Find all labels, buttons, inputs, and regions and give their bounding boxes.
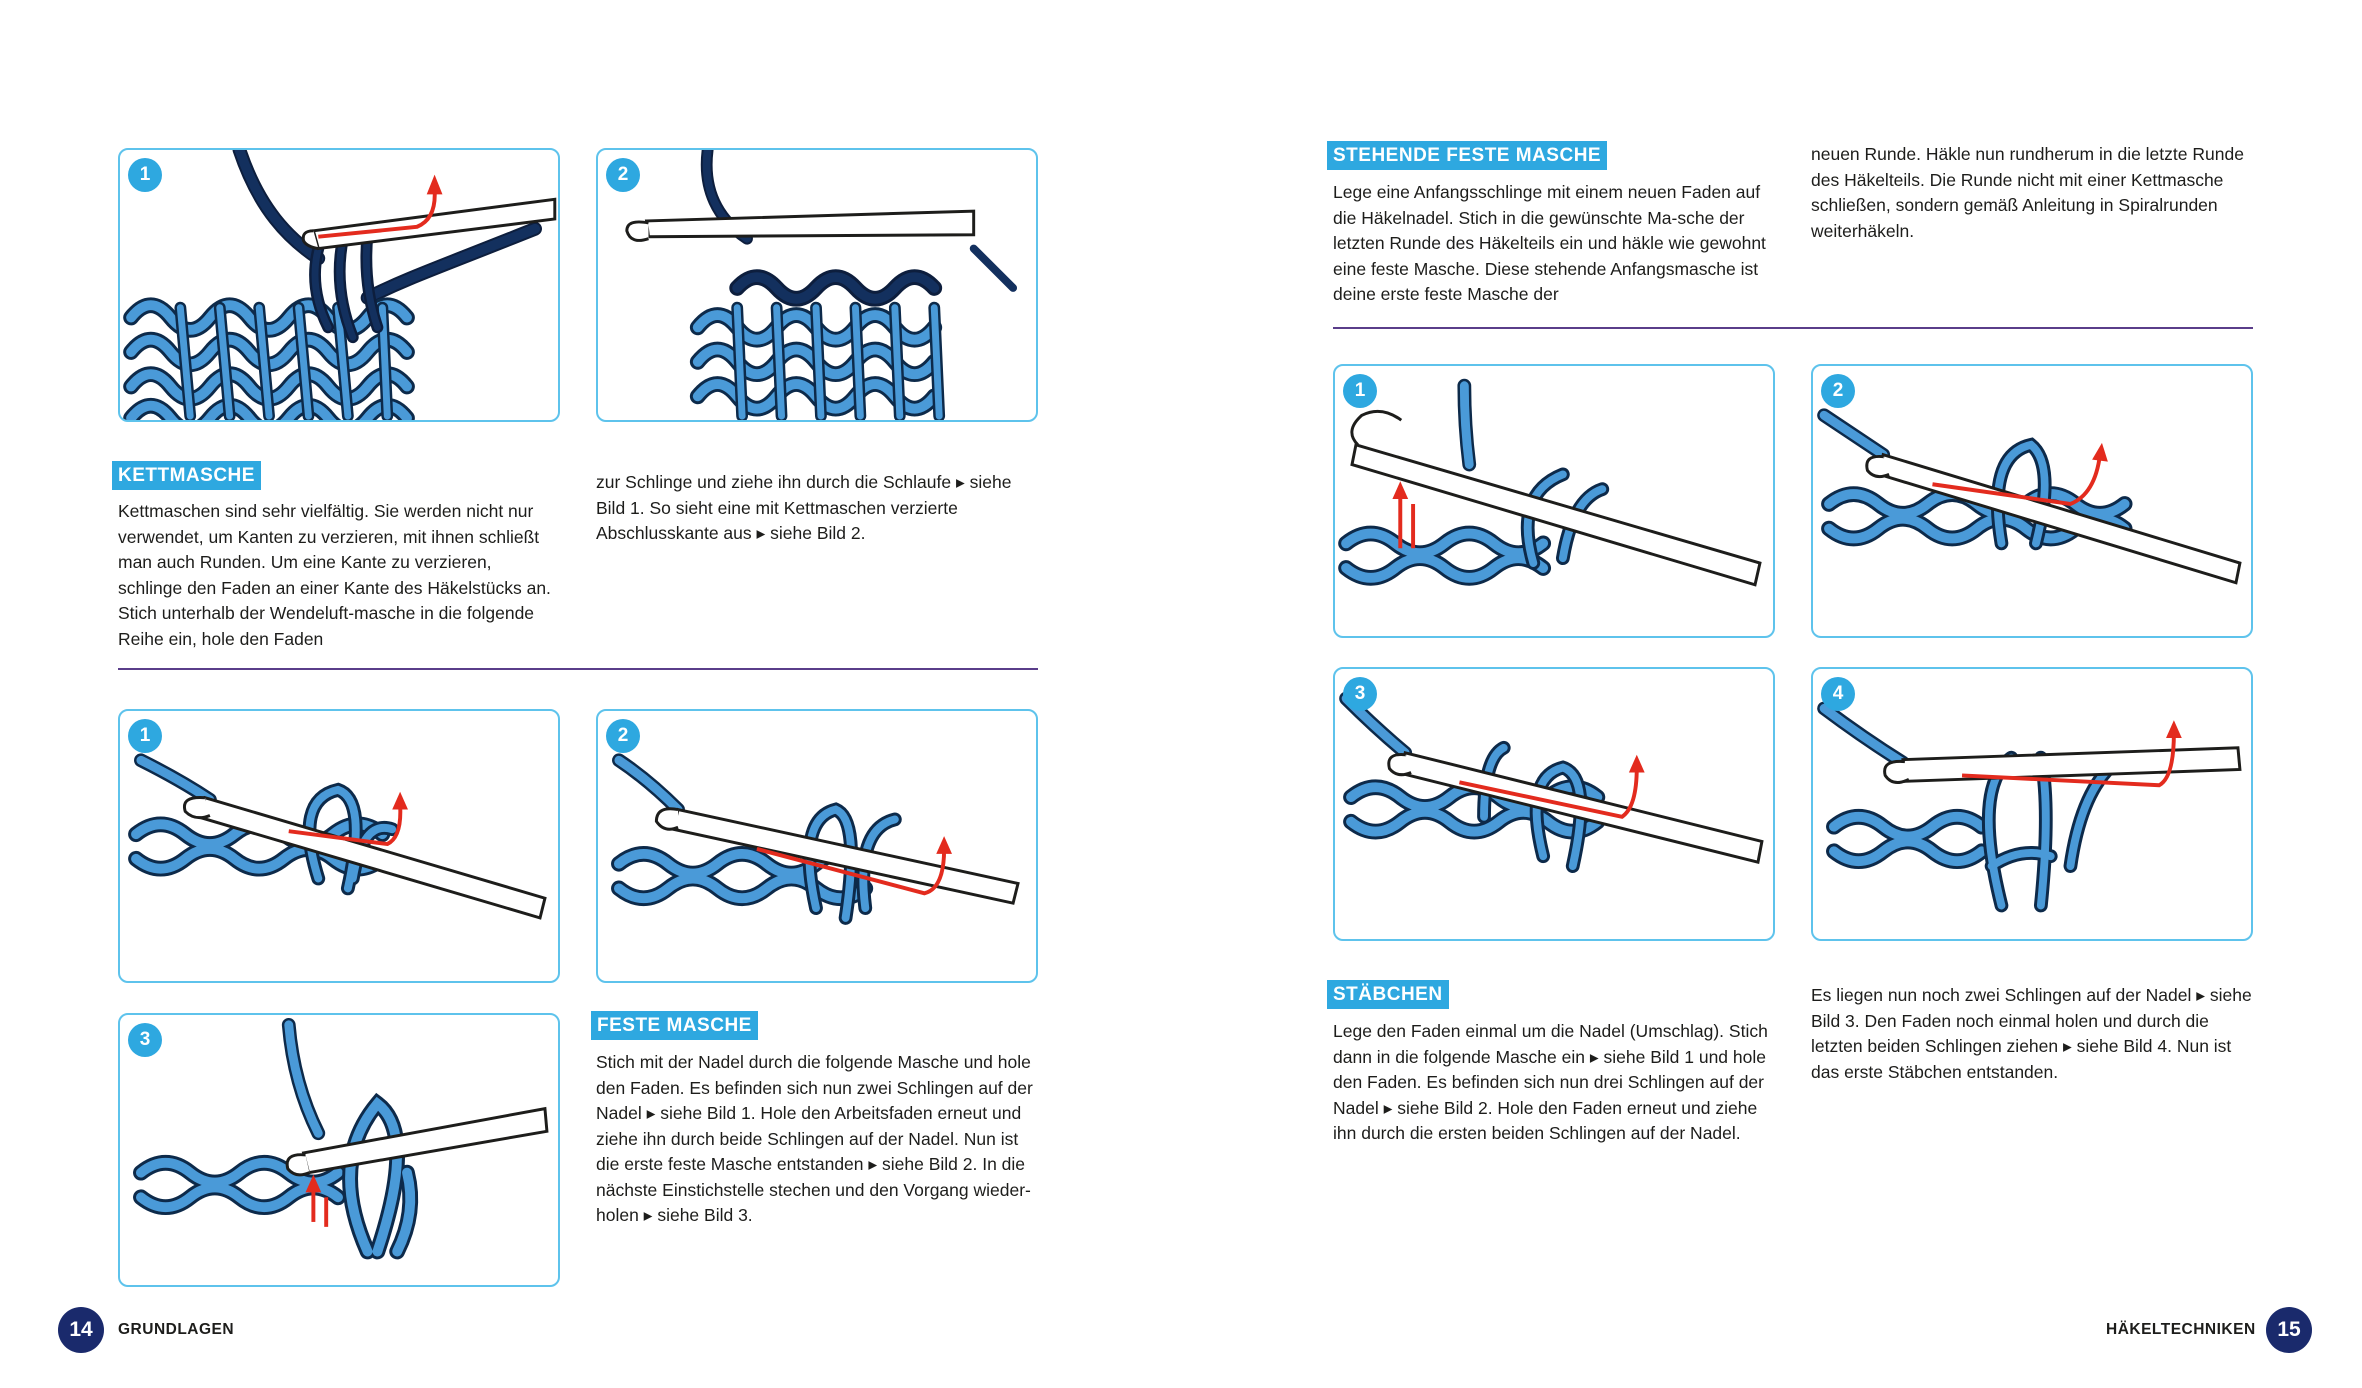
step-number-badge: 1 (128, 719, 162, 753)
illustration-staebchen-4: 4 (1811, 667, 2253, 941)
section-heading-stehende-feste-masche: STEHENDE FESTE MASCHE (1327, 141, 1608, 170)
feste-masche-text: Stich mit der Nadel durch die folgende M… (596, 1052, 1033, 1225)
crochet-illustration (133, 1017, 549, 1260)
step-number-badge: 1 (128, 158, 162, 192)
step-number-badge: 3 (128, 1023, 162, 1057)
illustration-staebchen-3: 3 (1333, 667, 1775, 941)
stehende-text-col1: Lege eine Anfangsschlinge mit einem neue… (1333, 182, 1766, 304)
crochet-illustration (1817, 701, 2242, 913)
illustration-feste-masche-2: 2 (596, 709, 1038, 983)
step-number-badge: 2 (1821, 374, 1855, 408)
section-heading-kettmasche: KETTMASCHE (112, 461, 261, 490)
section-divider (1333, 327, 2253, 329)
illustration-feste-masche-1: 1 (118, 709, 560, 983)
stehende-text-col2: neuen Runde. Häkle nun rundherum in die … (1811, 144, 2244, 241)
staebchen-text-col2: Es liegen nun noch zwei Schlingen auf de… (1811, 985, 2252, 1082)
footer-label-left: GRUNDLAGEN (118, 1321, 235, 1338)
crochet-illustration (1817, 408, 2242, 585)
step-number-badge: 2 (606, 158, 640, 192)
section-heading-staebchen: STÄBCHEN (1327, 980, 1449, 1009)
crochet-illustration (128, 753, 547, 920)
crochet-illustration (1339, 691, 1764, 873)
section-divider (118, 668, 1038, 670)
step-number-badge: 4 (1821, 677, 1855, 711)
illustration-feste-masche-3: 3 (118, 1013, 560, 1287)
illustration-staebchen-2: 2 (1811, 364, 2253, 638)
crochet-illustration (611, 753, 1020, 925)
section-heading-feste-masche: FESTE MASCHE (591, 1011, 758, 1040)
kettmasche-text-col1: Kettmaschen sind sehr vielfältig. Sie we… (118, 501, 551, 649)
illustration-staebchen-1: 1 (1333, 364, 1775, 638)
illustration-kettmasche-2: 2 (596, 148, 1038, 422)
step-number-badge: 2 (606, 719, 640, 753)
step-number-badge: 3 (1343, 677, 1377, 711)
crochet-illustration (1338, 378, 1762, 587)
page-number-right: 15 (2266, 1307, 2312, 1353)
footer-label-right: HÄKELTECHNIKEN (2106, 1321, 2256, 1338)
illustration-kettmasche-1: 1 (118, 148, 560, 422)
step-number-badge: 1 (1343, 374, 1377, 408)
kettmasche-text-col2: zur Schlinge und ziehe ihn durch die Sch… (596, 472, 1012, 543)
staebchen-text-col1: Lege den Faden einmal um die Nadel (Umsc… (1333, 1021, 1768, 1143)
crochet-illustration (625, 150, 1018, 420)
page-number-left: 14 (58, 1307, 104, 1353)
crochet-illustration (123, 150, 557, 420)
